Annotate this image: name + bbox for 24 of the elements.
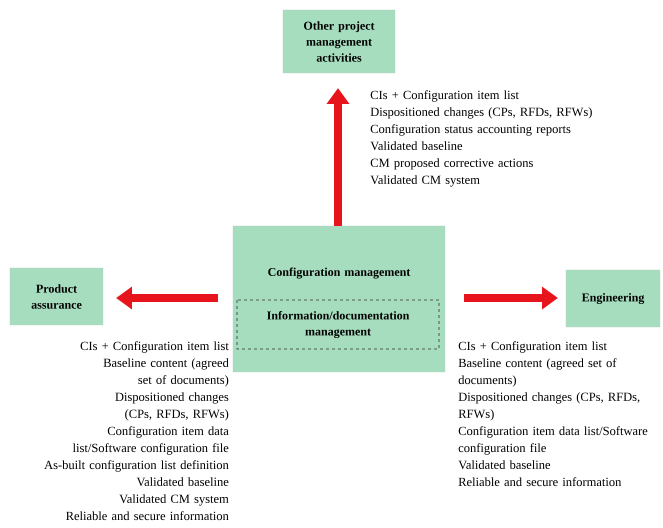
process-box: Other project management activities (282, 10, 396, 74)
list-item: Dispositioned changes (CPs, RFDs, RFWs) (115, 392, 228, 421)
list-item: Validated baseline (370, 141, 462, 150)
list-item: Reliable and secure information (458, 477, 622, 486)
list-item: As-built configuration list definition (44, 460, 229, 472)
list-item: Dispositioned changes (CPs, RFDs, RFWs) (458, 392, 640, 421)
list-item: Configuration item data list/Software configuration file (458, 426, 648, 455)
list-item: Baseline content (agreed set of documents) (104, 358, 229, 387)
list-item: Reliable and secure information (66, 511, 229, 520)
list-item: CIs + Configuration item list (458, 341, 607, 353)
process-box: Engineering (566, 270, 660, 328)
list-item: CIs + Configuration item list (370, 90, 519, 102)
list-item: CIs + Configuration item list (80, 341, 229, 353)
list-item: Dispositioned changes (CPs, RFDs, RFWs) (370, 107, 592, 119)
dashed-box: Information/documentation management (236, 300, 440, 350)
list-item: Configuration status accounting reports (370, 124, 570, 136)
process-box: Product assurance (10, 268, 104, 326)
list-item: Configuration item data list/Software configuration file (72, 426, 229, 455)
list-item: Validated CM system (370, 175, 480, 187)
list-item: Baseline content (agreed set of documents) (458, 358, 616, 387)
list-item: Validated baseline (136, 477, 228, 486)
list-item: CM proposed corrective actions (370, 158, 533, 170)
list-item: Validated baseline (458, 460, 550, 470)
list-item: Validated CM system (119, 494, 229, 506)
